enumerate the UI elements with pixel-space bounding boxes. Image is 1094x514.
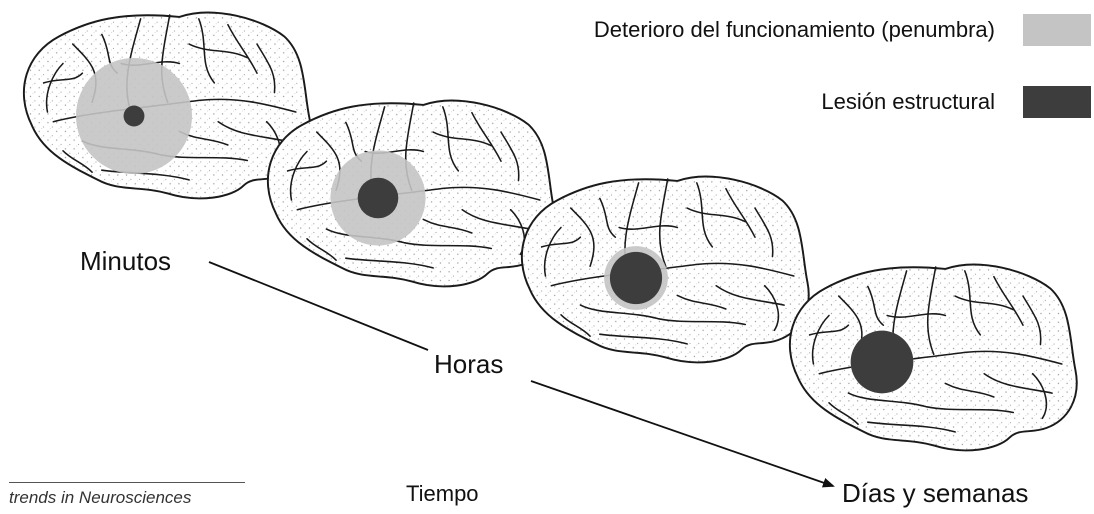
stage-label-minutes: Minutos [80, 246, 171, 277]
lesion-intermediate [610, 252, 662, 304]
source-credit: trends in Neurosciences [9, 482, 245, 508]
legend-penumbra-label: Deterioro del funcionamiento (penumbra) [594, 17, 995, 43]
brain-days-weeks [790, 265, 1077, 451]
legend-lesion-label: Lesión estructural [821, 89, 995, 115]
legend-penumbra: Deterioro del funcionamiento (penumbra) [594, 14, 1091, 46]
legend-lesion-swatch [1023, 86, 1091, 118]
lesion-hours [358, 178, 399, 219]
time-axis-title: Tiempo [406, 481, 479, 507]
time-arrow-segment-2 [531, 381, 833, 486]
stage-label-hours: Horas [434, 349, 503, 380]
lesion-days-weeks [851, 331, 914, 394]
legend-lesion: Lesión estructural [821, 86, 1091, 118]
legend-penumbra-swatch [1023, 14, 1091, 46]
lesion-minutes [124, 106, 145, 127]
stage-label-days-weeks: Días y semanas [842, 478, 1028, 509]
